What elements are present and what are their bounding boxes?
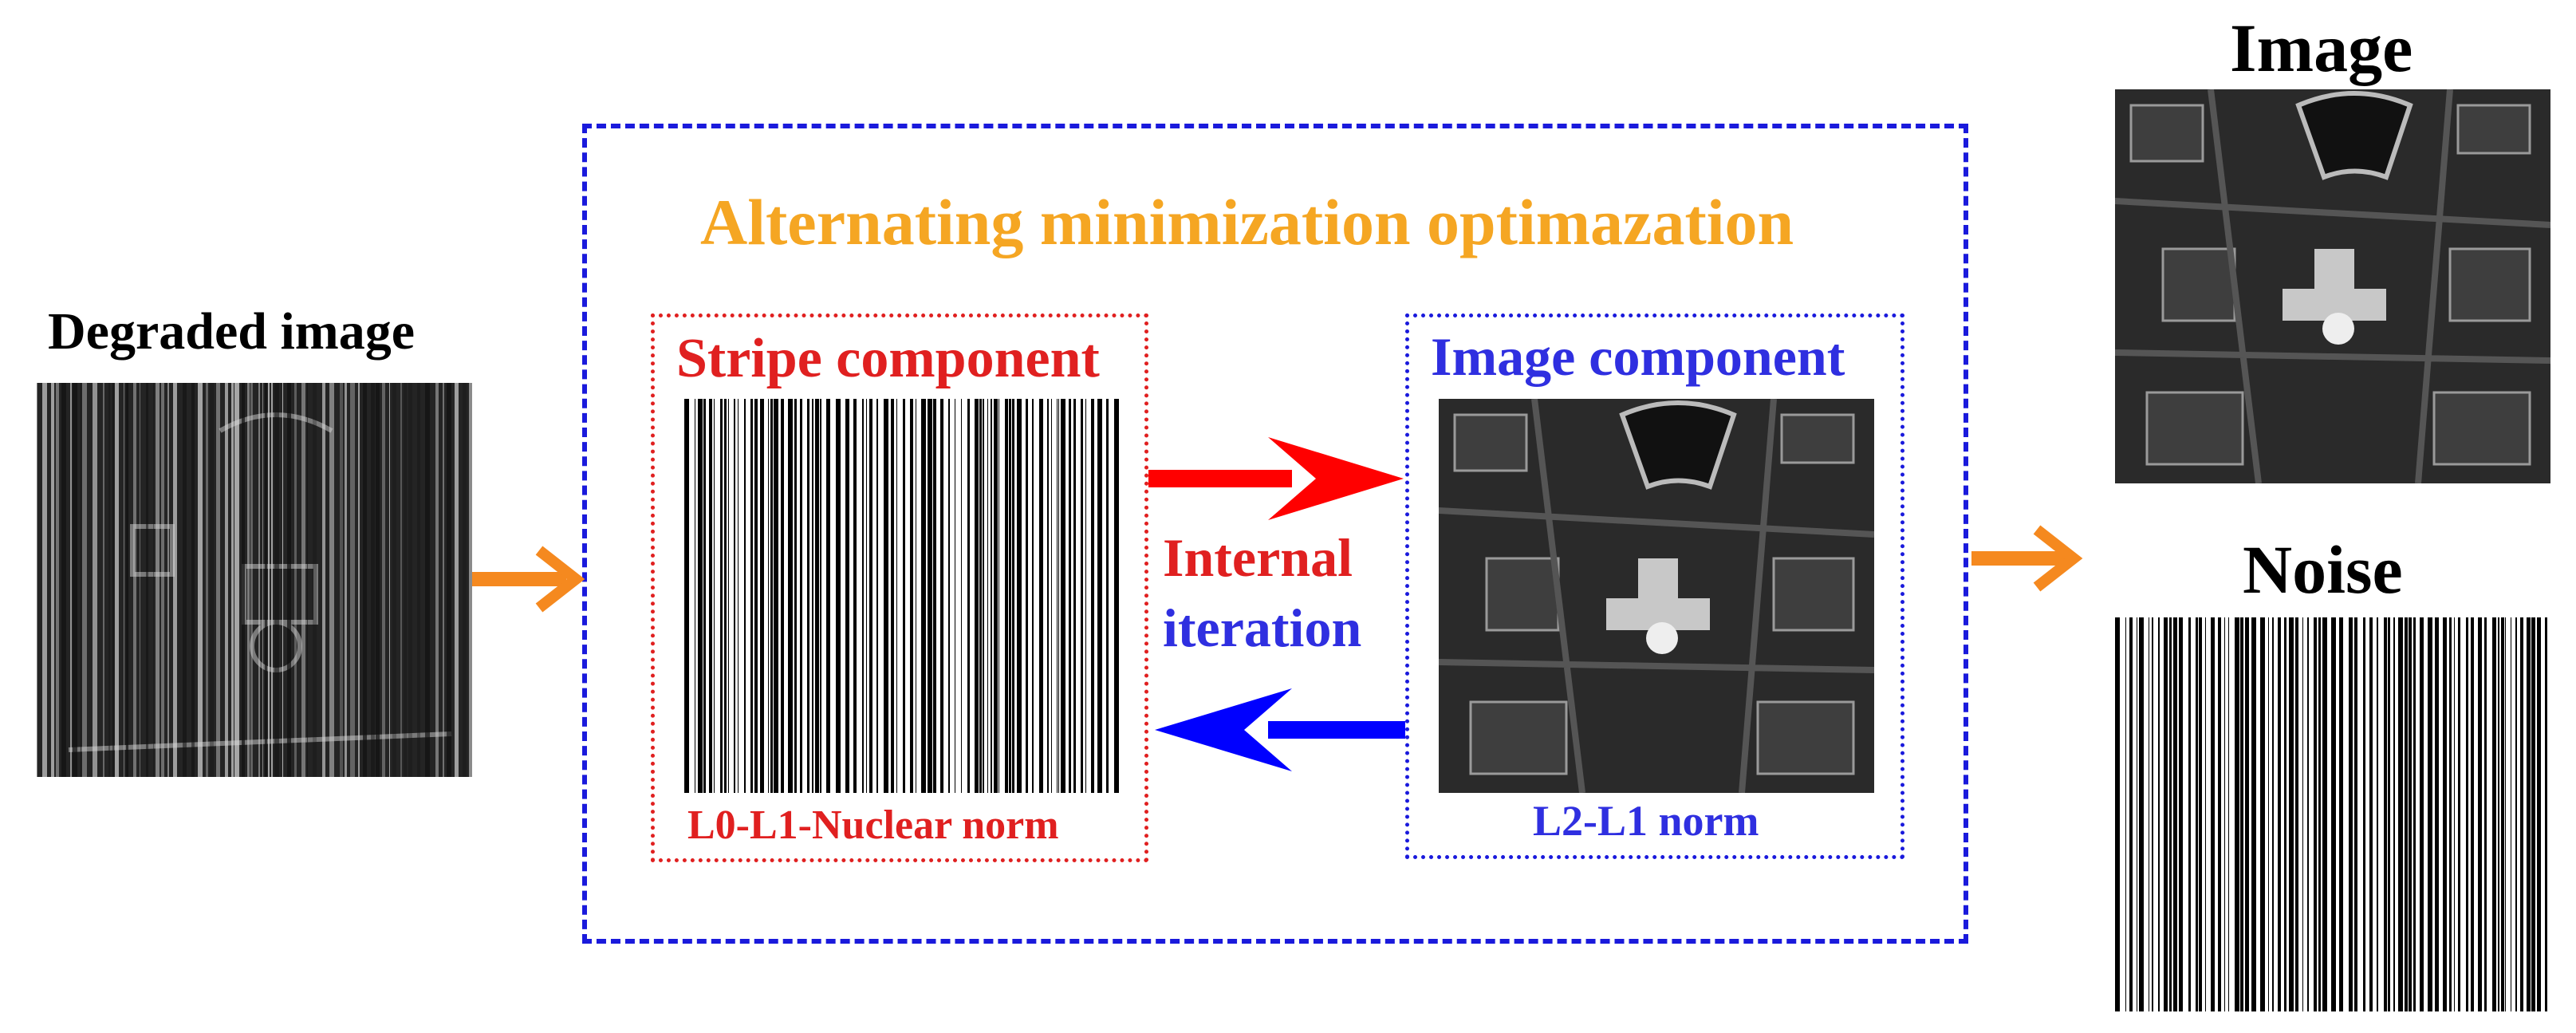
- iteration-label: iteration: [1163, 597, 1362, 658]
- output-noise-image: [2115, 617, 2550, 1011]
- internal-label: Internal: [1163, 527, 1353, 588]
- image-component-box: [1405, 313, 1904, 859]
- stripe-component-image: [684, 399, 1121, 793]
- degraded-image: [37, 383, 472, 777]
- image-component-image: [1439, 399, 1874, 793]
- output-noise-label: Noise: [2243, 531, 2403, 608]
- stripe-component-label: Stripe component: [676, 328, 1100, 389]
- stripe-component-box: [651, 313, 1148, 862]
- degraded-image-label: Degraded image: [48, 302, 416, 361]
- optimization-box: [582, 124, 1968, 944]
- image-norm-label: L2-L1 norm: [1533, 797, 1759, 845]
- backward-arrow-icon: [1155, 688, 1405, 771]
- forward-arrow-icon: [1148, 437, 1404, 520]
- optimization-title: Alternating minimization optimazation: [700, 186, 1794, 258]
- output-image-label: Image: [2230, 10, 2413, 86]
- image-component-label: Image component: [1431, 326, 1845, 387]
- flow-arrow-in-icon: [472, 546, 585, 613]
- stripe-norm-label: L0-L1-Nuclear norm: [687, 802, 1059, 848]
- flow-arrow-out-icon: [1971, 525, 2083, 592]
- output-image: [2115, 89, 2550, 483]
